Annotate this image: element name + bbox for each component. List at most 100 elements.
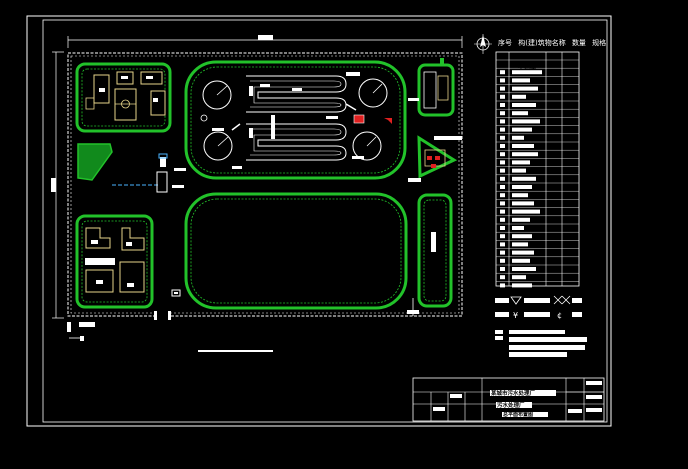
title-line-1: 某城市污水处理厂 xyxy=(491,389,536,397)
cross-valve-icon xyxy=(553,295,571,305)
legend-row-label xyxy=(512,103,536,107)
site-boundary xyxy=(67,52,463,317)
building xyxy=(140,71,163,85)
legend-row-number xyxy=(500,185,505,189)
legend-table: 序号 构(建)筑物名称 数量 规格 中格栅 xyxy=(495,38,606,288)
legend-row-label xyxy=(512,209,540,214)
zone-right-top xyxy=(408,58,455,117)
legend-row-number xyxy=(500,152,505,157)
legend-row-label xyxy=(512,275,526,280)
zone-treatment-process xyxy=(184,60,407,180)
diamond-icon: ¢ xyxy=(557,311,562,320)
title-line-2: 污水处理厂 xyxy=(497,401,525,409)
equipment-red xyxy=(353,114,365,124)
legend-row-label xyxy=(512,226,524,230)
scale-bar xyxy=(198,350,273,352)
legend-row-number xyxy=(500,234,505,239)
legend-row-label xyxy=(512,267,536,271)
inner-frame xyxy=(42,19,608,423)
legend-header: 序号 构(建)筑物名称 数量 规格 xyxy=(498,38,606,47)
zone-right-bottom xyxy=(417,193,453,308)
legend-row-label xyxy=(512,250,534,255)
clarifier-tank xyxy=(203,131,233,161)
clarifier-tank xyxy=(352,131,382,161)
outer-frame xyxy=(26,15,612,427)
zone-admin-top-left xyxy=(75,62,172,133)
clarifier-tank xyxy=(202,80,232,110)
building xyxy=(150,90,166,116)
legend-row-label xyxy=(512,86,538,91)
legend-row-number xyxy=(500,267,505,271)
left-dimension xyxy=(51,51,64,319)
legend-row-number xyxy=(500,127,505,132)
legend-row-label xyxy=(512,201,534,206)
legend-row-label xyxy=(512,217,530,222)
zone-right-triangle xyxy=(408,135,462,182)
legend-row-number xyxy=(500,275,505,280)
legend-row-number xyxy=(500,193,505,198)
legend-row-number xyxy=(500,283,505,288)
green-patch xyxy=(77,143,113,181)
legend-row-number xyxy=(500,78,505,83)
title-block: 某城市污水处理厂 污水处理厂 总平面布置图 xyxy=(412,377,605,422)
zone-admin-bottom-left xyxy=(75,214,154,309)
flow-arrow-icon: ¥ xyxy=(513,311,518,320)
legend-row-number xyxy=(500,250,505,255)
legend-row-label xyxy=(512,111,528,116)
legend-first-row: 中格栅 xyxy=(518,63,536,71)
legend-row-number xyxy=(500,119,505,124)
building xyxy=(85,269,114,293)
inlet-pump-station xyxy=(112,153,186,297)
notes-block xyxy=(495,330,587,357)
legend-row-number xyxy=(500,209,505,214)
legend-row-label xyxy=(512,94,526,99)
building xyxy=(119,261,145,293)
legend-row-number xyxy=(500,135,505,140)
legend-row-number xyxy=(500,176,505,181)
building xyxy=(116,71,134,85)
legend-row-number xyxy=(500,258,505,263)
legend-row-label xyxy=(512,119,540,124)
legend-row-label xyxy=(512,135,524,140)
legend-row-label xyxy=(512,70,542,75)
zone-storage-pond xyxy=(184,192,408,310)
legend-row-number xyxy=(500,242,505,247)
legend-row-number xyxy=(500,94,505,99)
clarifier-tank xyxy=(358,78,388,108)
legend-row-label xyxy=(512,258,530,263)
legend-row-number xyxy=(500,201,505,206)
legend-row-number xyxy=(500,70,505,75)
north-arrow-icon xyxy=(474,34,492,54)
legend-row-number xyxy=(500,226,505,230)
legend-row-label xyxy=(512,144,534,148)
legend-row-number xyxy=(500,160,505,165)
legend-row-number xyxy=(500,168,505,173)
legend-row-label xyxy=(512,283,532,288)
legend-row-number xyxy=(500,103,505,107)
legend-row-label xyxy=(512,168,526,173)
coordinate-marker xyxy=(67,322,95,341)
symbol-key: ¥ ¢ xyxy=(495,295,582,320)
legend-row-label xyxy=(512,152,538,157)
site-entrance xyxy=(156,310,170,318)
oxidation-ditch-lower xyxy=(246,123,347,161)
legend-row-number xyxy=(500,217,505,222)
valve-triangle-icon xyxy=(510,296,522,305)
legend-row-label xyxy=(512,78,530,83)
title-line-3: 总平面布置图 xyxy=(503,411,533,418)
oxidation-ditch-upper xyxy=(246,75,347,113)
legend-row-label xyxy=(512,176,536,181)
legend-row-label xyxy=(512,234,532,239)
legend-row-label xyxy=(512,185,532,189)
legend-row-label xyxy=(512,193,528,198)
legend-row-number xyxy=(500,111,505,116)
legend-row-label xyxy=(512,242,528,247)
basketball-court xyxy=(114,88,137,121)
legend-row-number xyxy=(500,86,505,91)
legend-row-label xyxy=(512,127,532,132)
legend-row-number xyxy=(500,144,505,148)
legend-row-label xyxy=(512,160,530,165)
building xyxy=(93,74,110,104)
top-dimension xyxy=(67,35,463,48)
